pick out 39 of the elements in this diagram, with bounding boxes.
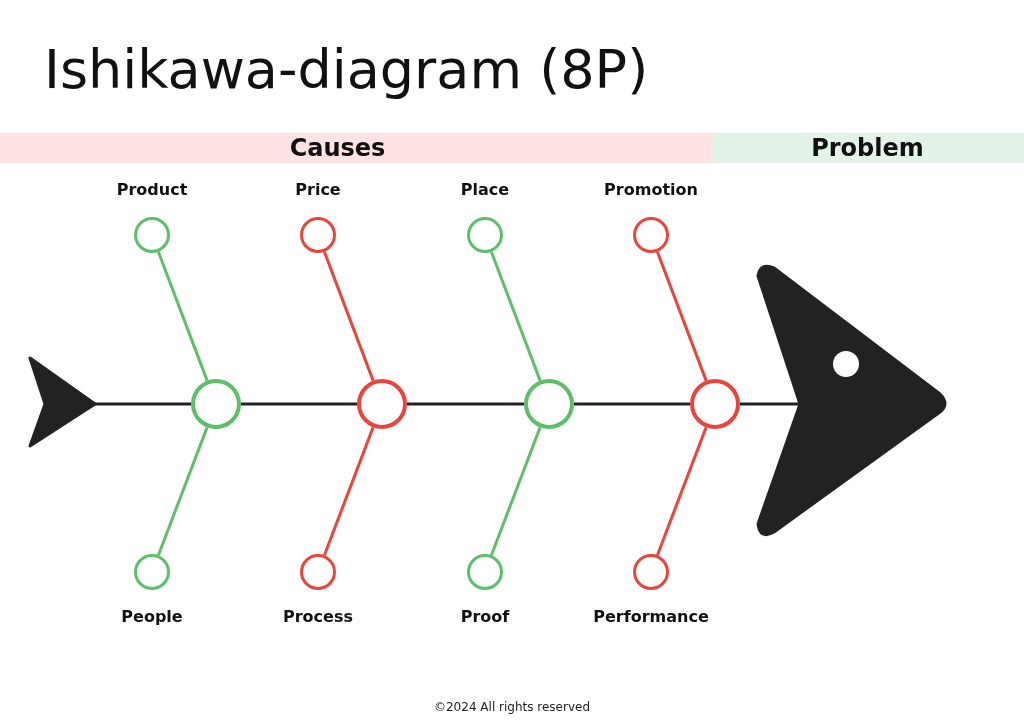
diagram-title: Ishikawa-diagram (8P) [44,37,649,103]
header-band [711,133,1024,163]
category-label: Product [116,180,188,200]
cause-circle [134,554,170,590]
cause-circle [467,217,503,253]
connector-line [656,426,708,556]
connector-line [740,402,800,406]
connector-line [322,251,375,382]
category-label: Promotion [604,180,698,200]
connector-line [574,402,690,406]
connector-line [323,426,375,556]
cause-circle [300,554,336,590]
copyright-note: ©2024 All rights reserved [434,700,590,714]
cause-circle [690,379,740,429]
connector-line [156,251,209,382]
category-label: Performance [593,607,709,627]
connector-line [655,251,708,382]
connector-line [95,402,191,406]
cause-circle [524,379,574,429]
category-label: People [121,607,183,627]
category-label: Process [283,607,353,627]
cause-circle [633,217,669,253]
connector-line [490,426,542,556]
connector-line [241,402,357,406]
cause-circle [300,217,336,253]
band-heading: Causes [289,134,386,162]
category-label: Proof [460,607,510,627]
category-label: Place [460,180,510,200]
cause-circle [357,379,407,429]
cause-circle [633,554,669,590]
cause-circle [467,554,503,590]
connector-line [407,402,524,406]
cause-circle [191,379,241,429]
connector-line [489,251,542,382]
header-band [0,133,711,163]
connector-line [157,426,209,556]
band-heading: Problem [811,134,924,162]
cause-circle [134,217,170,253]
category-label: Price [295,180,341,200]
